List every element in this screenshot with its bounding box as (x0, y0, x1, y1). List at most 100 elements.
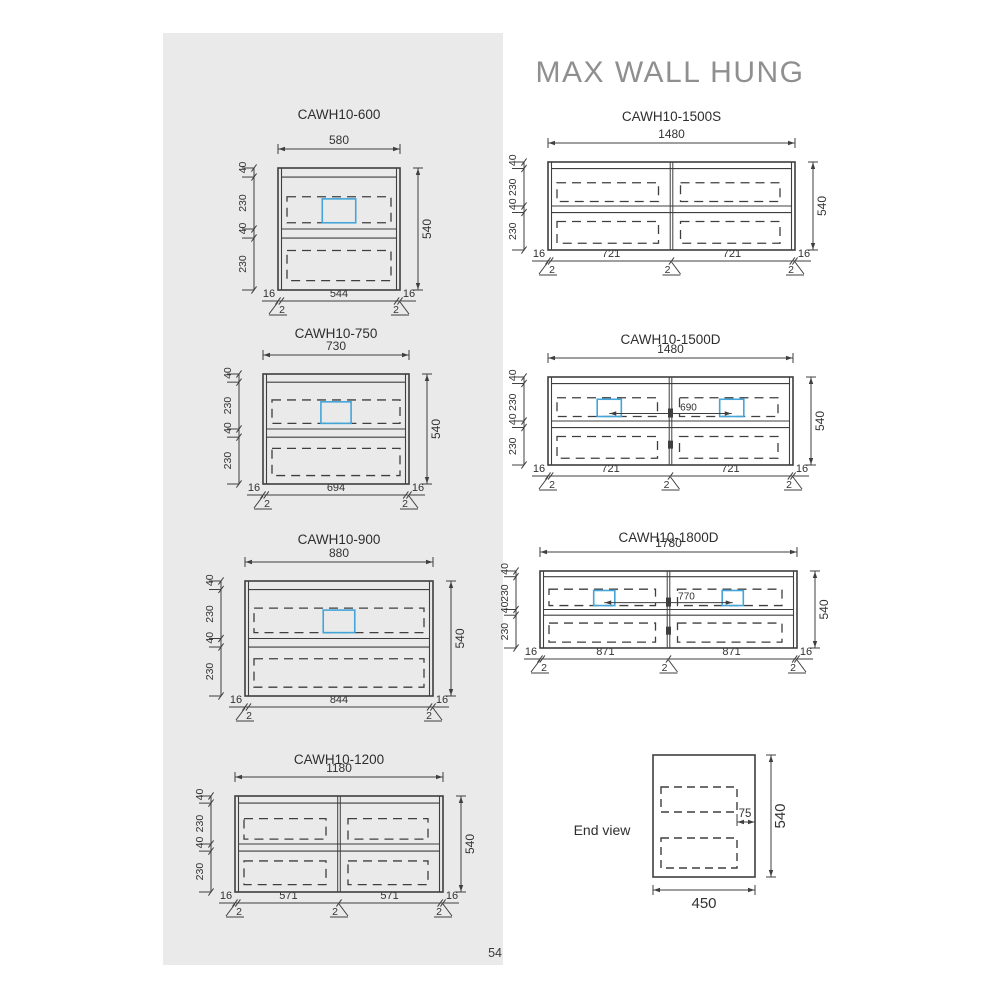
dimension-label: 40 (237, 162, 249, 174)
dimension-arrow (748, 819, 755, 825)
dimension-label: 2 (264, 498, 270, 510)
drawer-front-dashed (556, 435, 659, 459)
line (225, 903, 236, 917)
line (408, 495, 419, 509)
dimension-arrow (540, 549, 547, 555)
dimension-label: 40 (507, 369, 519, 381)
dimension-label: 721 (602, 248, 620, 260)
dimension-label: 230 (237, 255, 249, 273)
dimension-arrow (402, 352, 409, 358)
drawer-front-dashed (676, 622, 783, 643)
dimension-arrow (808, 458, 814, 465)
drawer-front-dashed (347, 860, 429, 886)
dimension-tick (789, 472, 797, 480)
drawer-front-dashed (679, 220, 781, 244)
dimension-arrow (415, 168, 421, 175)
dimension-arrow (812, 571, 818, 578)
dimension-tick (791, 257, 799, 265)
cabinet-outline (539, 570, 798, 649)
dimension-arrow (424, 374, 430, 381)
dimension-arrow (768, 755, 774, 762)
page-number: 54 (488, 946, 502, 960)
dimension-label: 2 (549, 479, 555, 491)
drawer-side-dashed (660, 786, 738, 813)
drawing-title: CAWH10-900 (298, 532, 381, 547)
dimension-tick (547, 472, 554, 480)
dimension-label: 871 (596, 646, 614, 658)
dimension-label: 540 (815, 196, 829, 216)
dimension-tick (396, 297, 404, 305)
dimension-label: 40 (507, 154, 519, 166)
line (338, 903, 349, 917)
dimension-arrow (812, 641, 818, 648)
dimension-label: 2 (279, 304, 285, 316)
drawer-front-dashed (347, 817, 429, 840)
line (235, 707, 246, 721)
cabinet-outline (547, 376, 794, 466)
dimension-label: 770 (678, 592, 695, 603)
drawer-front-dashed (679, 182, 781, 203)
line (399, 301, 410, 315)
dimension-label: 16 (798, 248, 810, 260)
drawer-front-dashed (286, 249, 392, 282)
dimension-tick (241, 703, 249, 711)
dimension-tick (668, 257, 675, 265)
dimension-arrow (458, 796, 464, 803)
dimension-arrow (548, 355, 555, 361)
drawer-side-dashed (660, 837, 738, 869)
dimension-label: 694 (327, 482, 345, 494)
line (253, 495, 264, 509)
dimension-arrow (235, 774, 242, 780)
dimension-label: 540 (463, 834, 477, 854)
handle-cutout (592, 589, 616, 607)
handle-cutout (718, 398, 745, 418)
dimension-label: 721 (723, 248, 741, 260)
dimension-label: 40 (194, 789, 206, 801)
dimension-tick (278, 297, 285, 305)
dimension-label: 230 (499, 623, 511, 641)
dimension-label: 2 (393, 304, 399, 316)
dimension-label: 2 (549, 264, 555, 276)
dimension-label: 2 (541, 662, 547, 674)
drawer-front-dashed (556, 220, 660, 244)
dimension-arrow (810, 162, 816, 169)
drawer-front-dashed (243, 817, 327, 840)
dimension-label: 16 (248, 482, 260, 494)
dimension-label: 16 (412, 482, 424, 494)
dimension-arrow (725, 600, 733, 605)
dimension-label: 2 (332, 906, 338, 918)
dimension-label: 16 (263, 288, 275, 300)
divider-block (666, 597, 671, 607)
dimension-label: 40 (507, 413, 519, 425)
dimension-label: 16 (525, 646, 537, 658)
dimension-arrow (810, 243, 816, 250)
dimension-tick (791, 655, 798, 663)
dimension-tick (539, 655, 546, 663)
dimension-label: 40 (222, 367, 234, 379)
dimension-arrow (786, 355, 793, 361)
drawer-front-dashed (271, 399, 401, 425)
dimension-label: 540 (420, 219, 434, 239)
dimension-label: 2 (402, 498, 408, 510)
cabinet-outline (234, 795, 444, 893)
dimension-arrow (415, 283, 421, 290)
dimension-tick (393, 297, 400, 305)
line (796, 659, 807, 673)
dimension-label: 16 (403, 288, 415, 300)
dimension-label: 540 (772, 803, 789, 828)
dimension-label: 2 (665, 264, 671, 276)
divider-block (666, 626, 671, 635)
dimension-label: 730 (326, 339, 346, 353)
cabinet-outline (244, 580, 434, 697)
drawing-title: CAWH10-600 (298, 107, 381, 122)
dimension-label: 16 (533, 248, 545, 260)
divider-block (668, 408, 673, 418)
drawer-front-dashed (678, 435, 779, 459)
dimension-arrow (653, 887, 660, 893)
